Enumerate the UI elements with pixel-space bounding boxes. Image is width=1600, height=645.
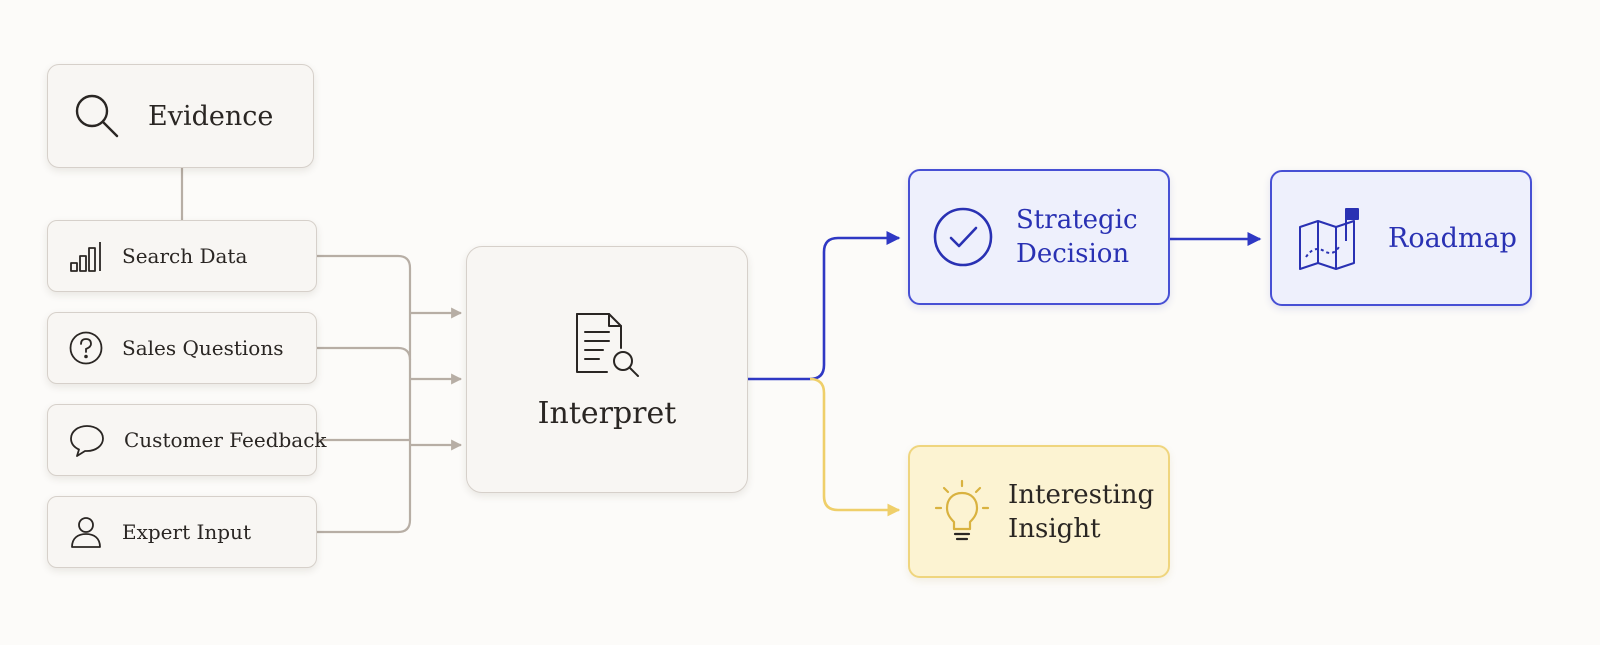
lightbulb-icon xyxy=(934,479,990,545)
sales-questions-label: Sales Questions xyxy=(122,336,284,360)
decision-connector xyxy=(748,231,901,381)
strategic-label-line2: Decision xyxy=(1016,239,1130,269)
insight-label-line2: Insight xyxy=(1008,513,1101,544)
evidence-node: Evidence xyxy=(47,64,314,168)
check-circle-icon xyxy=(932,206,994,268)
strategic-decision-label: Strategic Decision xyxy=(1016,203,1138,271)
speech-bubble-icon xyxy=(68,422,106,458)
evidence-label: Evidence xyxy=(148,100,274,132)
sales-questions-connector xyxy=(317,346,412,361)
insight-label-line1: Interesting xyxy=(1008,479,1155,510)
expert-input-label: Expert Input xyxy=(122,520,251,544)
source-sales-questions: Sales Questions xyxy=(47,312,317,384)
interpret-node: Interpret xyxy=(466,246,748,493)
insight-connector xyxy=(809,377,901,517)
strategic-label-line1: Strategic xyxy=(1016,205,1138,235)
roadmap-label: Roadmap xyxy=(1388,222,1517,254)
source-search-data: Search Data xyxy=(47,220,317,292)
magnifier-icon xyxy=(70,89,124,143)
question-mark-icon xyxy=(68,330,104,366)
interpret-label: Interpret xyxy=(537,396,677,431)
bar-chart-icon xyxy=(68,238,104,274)
map-flag-icon xyxy=(1296,205,1364,271)
source-customer-feedback: Customer Feedback xyxy=(47,404,327,476)
search-data-label: Search Data xyxy=(122,244,248,268)
source-expert-input: Expert Input xyxy=(47,496,317,568)
document-search-icon xyxy=(571,308,643,380)
customer-feedback-label: Customer Feedback xyxy=(124,428,327,452)
interesting-insight-node: Interesting Insight xyxy=(908,445,1170,578)
search-data-connector xyxy=(317,254,412,534)
strategic-decision-node: Strategic Decision xyxy=(908,169,1170,305)
person-icon xyxy=(68,514,104,550)
roadmap-node: Roadmap xyxy=(1270,170,1532,306)
interesting-insight-label: Interesting Insight xyxy=(1008,478,1154,546)
